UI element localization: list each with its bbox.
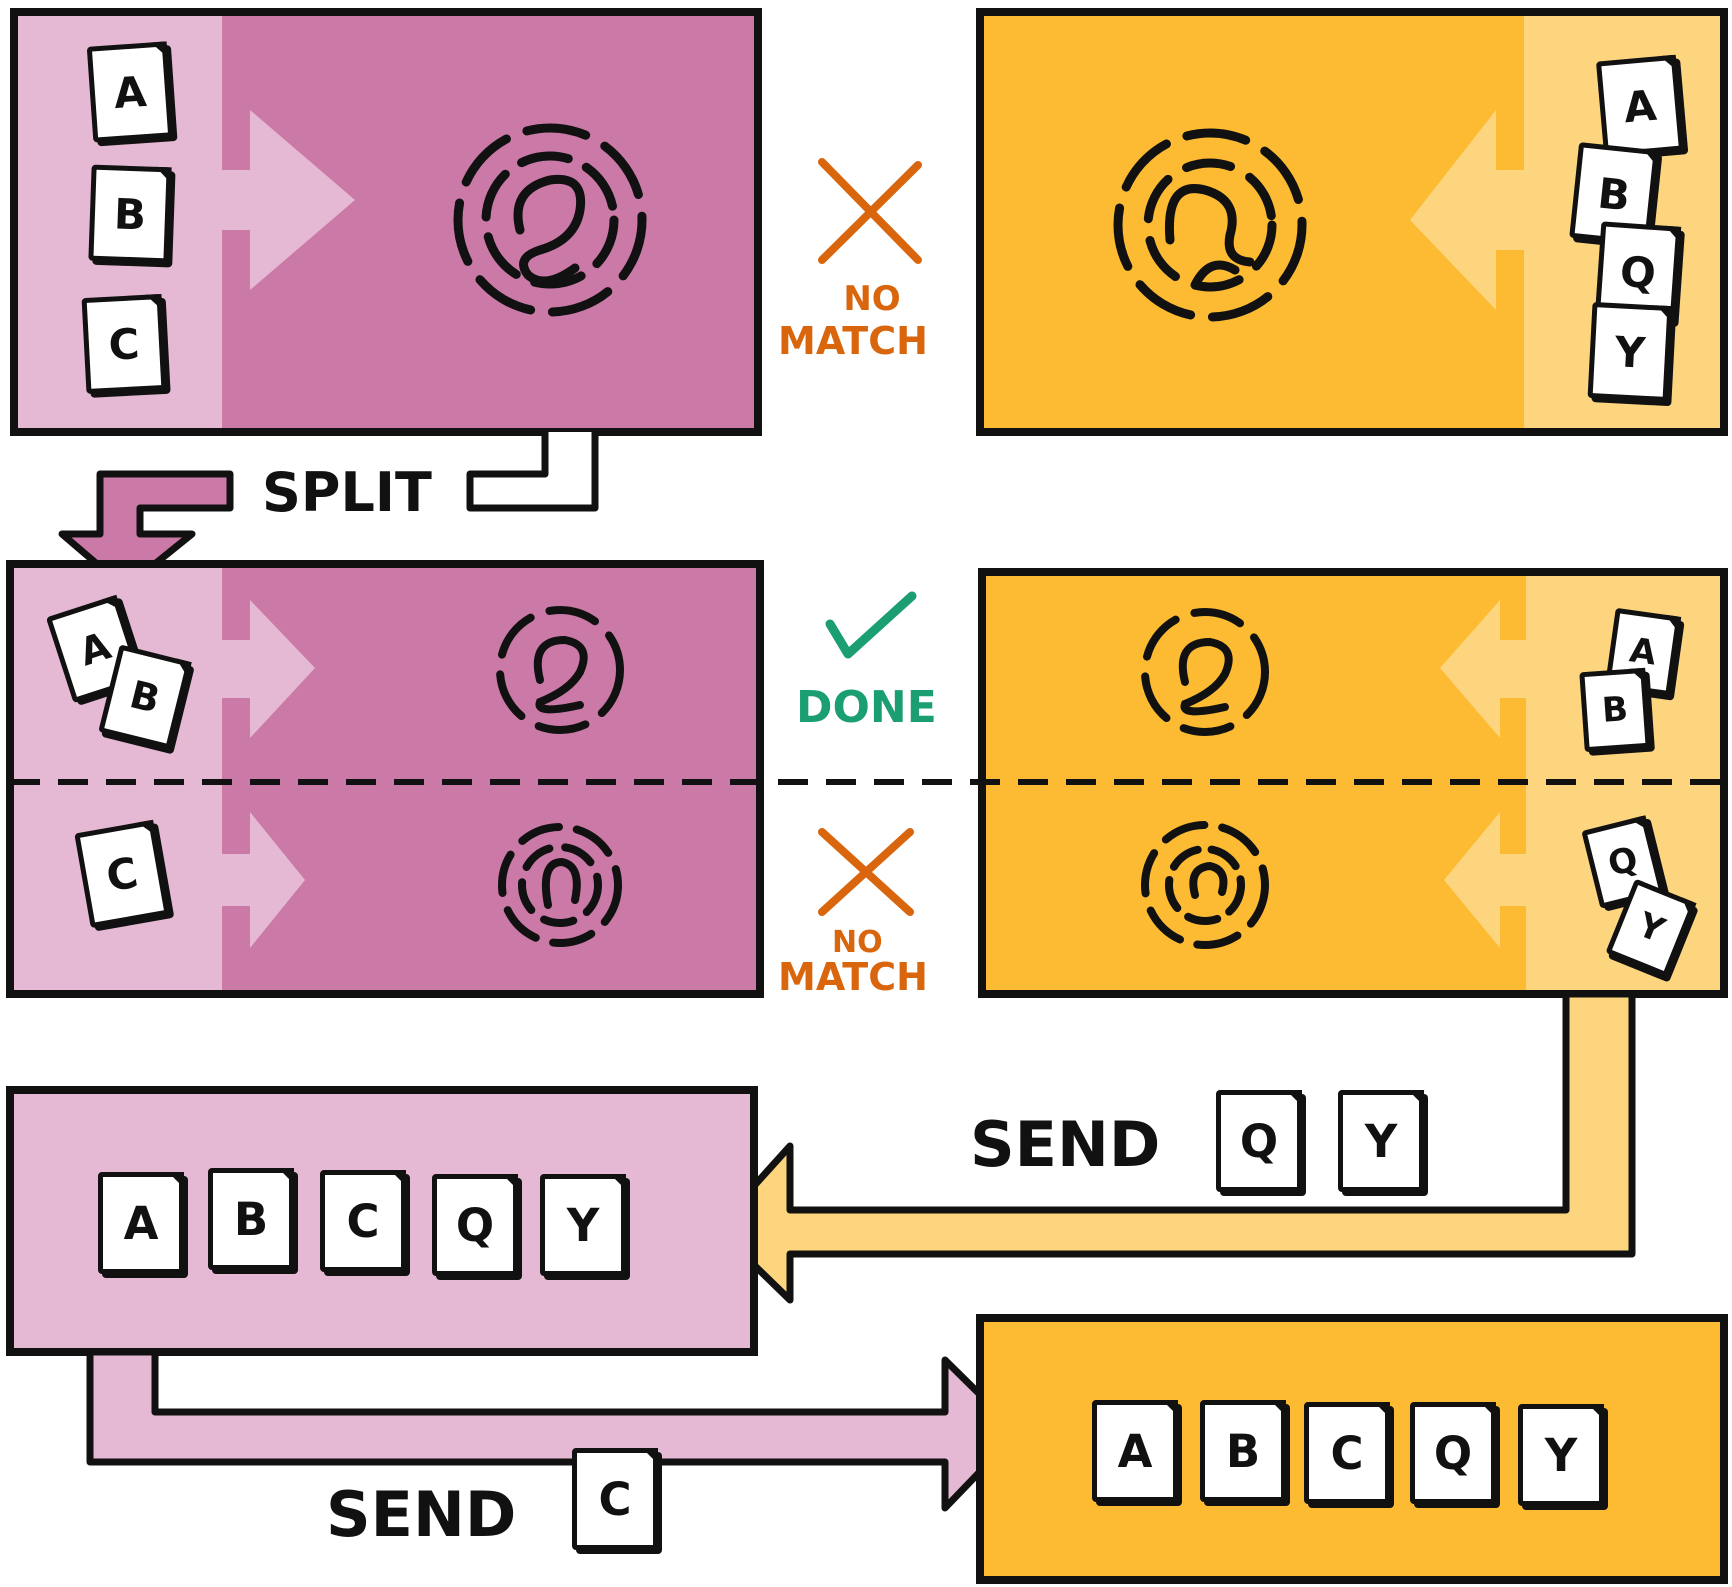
- document-icon: Y: [540, 1174, 626, 1276]
- fingerprint-icon: [453, 123, 647, 317]
- document-icon: A: [1092, 1400, 1178, 1502]
- document-icon: Q: [1410, 1402, 1496, 1504]
- document-icon: Y: [1338, 1090, 1424, 1192]
- top-right-flow-arrow: [1410, 110, 1524, 310]
- document-icon: B: [208, 1168, 294, 1270]
- document-icon: C: [81, 293, 167, 395]
- no-match-top-label-line1: NO: [843, 279, 901, 319]
- middle-right-lower-arrow: [1444, 812, 1526, 948]
- fingerprint-icon: [1113, 128, 1307, 322]
- send-right-to-left-label: SEND: [970, 1108, 1161, 1181]
- fingerprint-icon: [496, 606, 624, 734]
- document-icon: C: [1304, 1402, 1390, 1504]
- no-match-top-label-line2: MATCH: [778, 319, 928, 363]
- split-connector: [58, 432, 599, 592]
- fingerprint-icon: [498, 823, 622, 947]
- document-icon: Y: [1587, 301, 1673, 403]
- document-icon: A: [86, 41, 174, 143]
- split-label: SPLIT: [254, 466, 440, 520]
- fingerprint-icon: [1141, 821, 1269, 949]
- document-icon: Q: [1216, 1090, 1302, 1192]
- document-icon: A: [98, 1172, 184, 1274]
- document-icon: C: [320, 1170, 406, 1272]
- no-match-top-icon: [818, 158, 922, 264]
- document-icon: Q: [432, 1174, 518, 1276]
- no-match-middle-icon: [818, 828, 914, 916]
- fingerprint-icon: [1141, 608, 1269, 736]
- middle-left-lower-arrow: [222, 812, 305, 948]
- send-right-to-left-connector: [712, 990, 1636, 1304]
- done-label: DONE: [796, 682, 937, 733]
- no-match-middle-label-line2: MATCH: [778, 955, 928, 999]
- middle-right-upper-arrow: [1440, 600, 1526, 738]
- top-left-flow-arrow: [222, 110, 355, 290]
- document-icon: C: [572, 1448, 658, 1550]
- done-check-icon: [825, 591, 917, 659]
- send-left-to-right-label: SEND: [326, 1478, 517, 1551]
- document-icon: B: [1200, 1400, 1286, 1502]
- document-icon: A: [1595, 54, 1685, 158]
- document-icon: C: [74, 819, 170, 929]
- send-left-to-right-connector: [86, 1348, 1022, 1512]
- middle-left-upper-arrow: [222, 600, 315, 738]
- document-icon: Y: [1518, 1404, 1604, 1506]
- document-icon: B: [88, 164, 172, 264]
- document-icon: B: [1579, 667, 1651, 753]
- no-match-middle-label-line1: NO: [832, 925, 883, 960]
